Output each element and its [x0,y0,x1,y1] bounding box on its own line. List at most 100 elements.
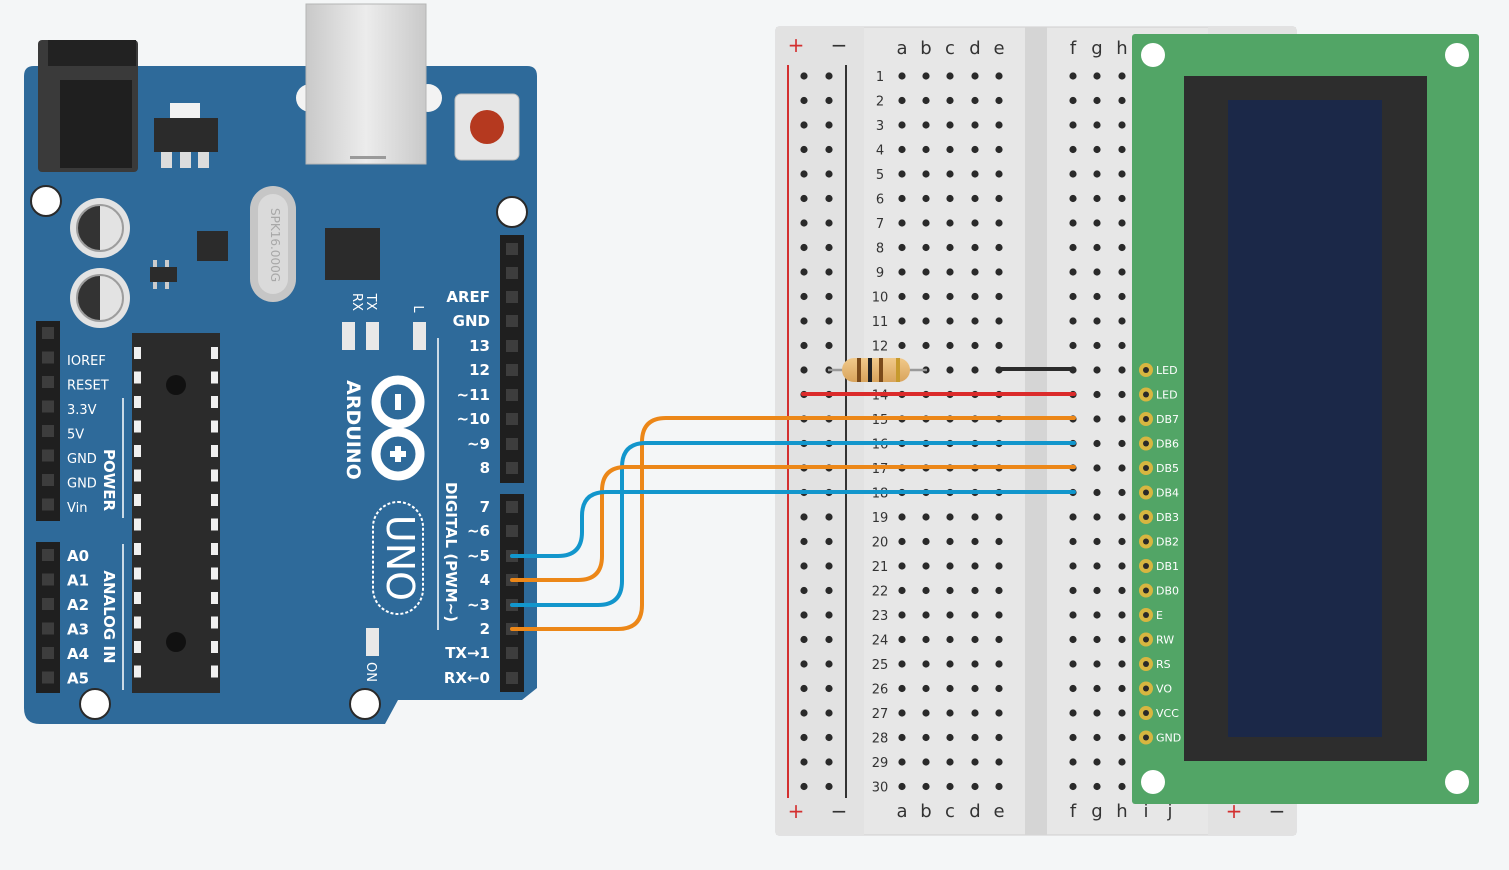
digital-pin-label: RX←0 [444,669,490,687]
breadboard-hole [946,72,954,80]
wire-blue-pin3-row16[interactable] [510,441,1076,607]
breadboard-hole [971,586,979,595]
resistor[interactable] [828,358,927,382]
breadboard-hole [971,366,979,374]
breadboard-hole [922,292,930,301]
breadboard-hole [825,194,833,203]
wire-orange-pin4-row17[interactable] [510,465,1076,582]
breadboard-hole [800,219,808,227]
breadboard-hole [922,684,930,693]
breadboard-hole [995,660,1003,668]
chip-pin [134,445,141,457]
breadboard-hole [1093,611,1101,619]
breadboard-hole [1093,684,1101,693]
breadboard-hole [971,611,979,619]
mounting-hole [1141,770,1165,794]
breadboard-hole [971,758,979,766]
arduino-uno-board[interactable]: SPK16.000G RX TX L ON ARDUINO [24,3,537,724]
breadboard-hole [898,709,906,717]
breadboard-hole [1118,733,1126,742]
breadboard-hole [971,292,979,301]
capacitor-icon [70,198,130,258]
row-number: 24 [872,634,889,649]
header-hole [506,291,518,303]
breadboard-hole [971,219,979,227]
breadboard-hole [971,96,979,105]
chip-pin [134,543,141,555]
breadboard-hole [1118,170,1126,178]
column-label: i [1143,801,1148,822]
reset-button[interactable] [454,93,520,161]
breadboard-hole [1093,635,1101,644]
header-hole [42,622,54,635]
row-number: 22 [872,585,889,600]
breadboard-hole [1069,341,1077,350]
breadboard-hole [995,586,1003,595]
chip-pin [211,371,218,384]
column-label: a [896,38,907,59]
chip-pin [211,396,218,408]
uno-badge: UNO [372,501,424,615]
breadboard-hole [825,121,833,129]
breadboard-hole [946,660,954,668]
breadboard-hole [825,611,833,619]
breadboard-hole [1118,562,1126,570]
breadboard-hole [800,317,808,325]
svg-text:ON: ON [363,662,378,682]
rail-plus-symbol: + [1226,799,1243,823]
breadboard-hole [1093,341,1101,350]
breadboard-hole [1093,782,1101,791]
row-number: 9 [876,266,884,281]
digital-pin-label: 7 [480,498,490,516]
column-label: e [993,801,1004,822]
column-label: j [1166,801,1172,822]
chip-pin [134,347,141,359]
column-label: a [896,801,907,822]
breadboard-hole [1069,170,1077,178]
digital-pin-label: 8 [480,459,490,477]
breadboard-hole [922,586,930,595]
breadboard-hole [1118,268,1126,276]
header-hole [506,462,518,474]
row-number: 29 [872,756,889,771]
breadboard-hole [800,366,808,374]
breadboard-hole [995,243,1003,252]
usb-interface-chip [325,228,380,280]
rail-minus-symbol: − [831,33,848,57]
breadboard-hole [1069,537,1077,546]
header-hole [42,449,54,462]
breadboard-hole [1093,268,1101,276]
column-label: f [1070,801,1077,822]
lcd-pin-label: RW [1156,634,1174,647]
digital-pin-label: 13 [469,337,490,355]
chip-pin [134,420,141,433]
breadboard-hole [800,660,808,668]
breadboard-hole [1118,121,1126,129]
breadboard-hole [995,317,1003,325]
breadboard-hole [1093,439,1101,448]
breadboard-hole [825,268,833,276]
wire-orange-pin2-row15[interactable] [510,416,1076,631]
header-hole [42,647,54,659]
lcd-pin-label: GND [1156,732,1181,745]
transistor [150,260,177,289]
wire-blue-pin5-row18[interactable] [510,490,1076,558]
breadboard-hole [1069,733,1077,742]
lcd-16x2-module[interactable]: LEDLEDDB7DB6DB5DB4DB3DB2DB1DB0ERWRSVOVCC… [1132,34,1479,804]
analog-pin-label: A5 [67,670,89,688]
breadboard-hole [1069,194,1077,203]
breadboard-hole [1069,586,1077,595]
breadboard-hole [898,684,906,693]
breadboard-hole [898,611,906,619]
breadboard-hole [946,586,954,595]
breadboard-hole [1093,709,1101,717]
breadboard-hole [825,562,833,570]
breadboard-hole [825,292,833,301]
breadboard-hole [1118,390,1126,399]
row-number: 17 [872,462,889,477]
breadboard-hole [995,145,1003,154]
breadboard-hole [946,537,954,546]
chip-pin [211,567,218,580]
mounting-hole [1141,43,1165,67]
breadboard-hole [1118,611,1126,619]
